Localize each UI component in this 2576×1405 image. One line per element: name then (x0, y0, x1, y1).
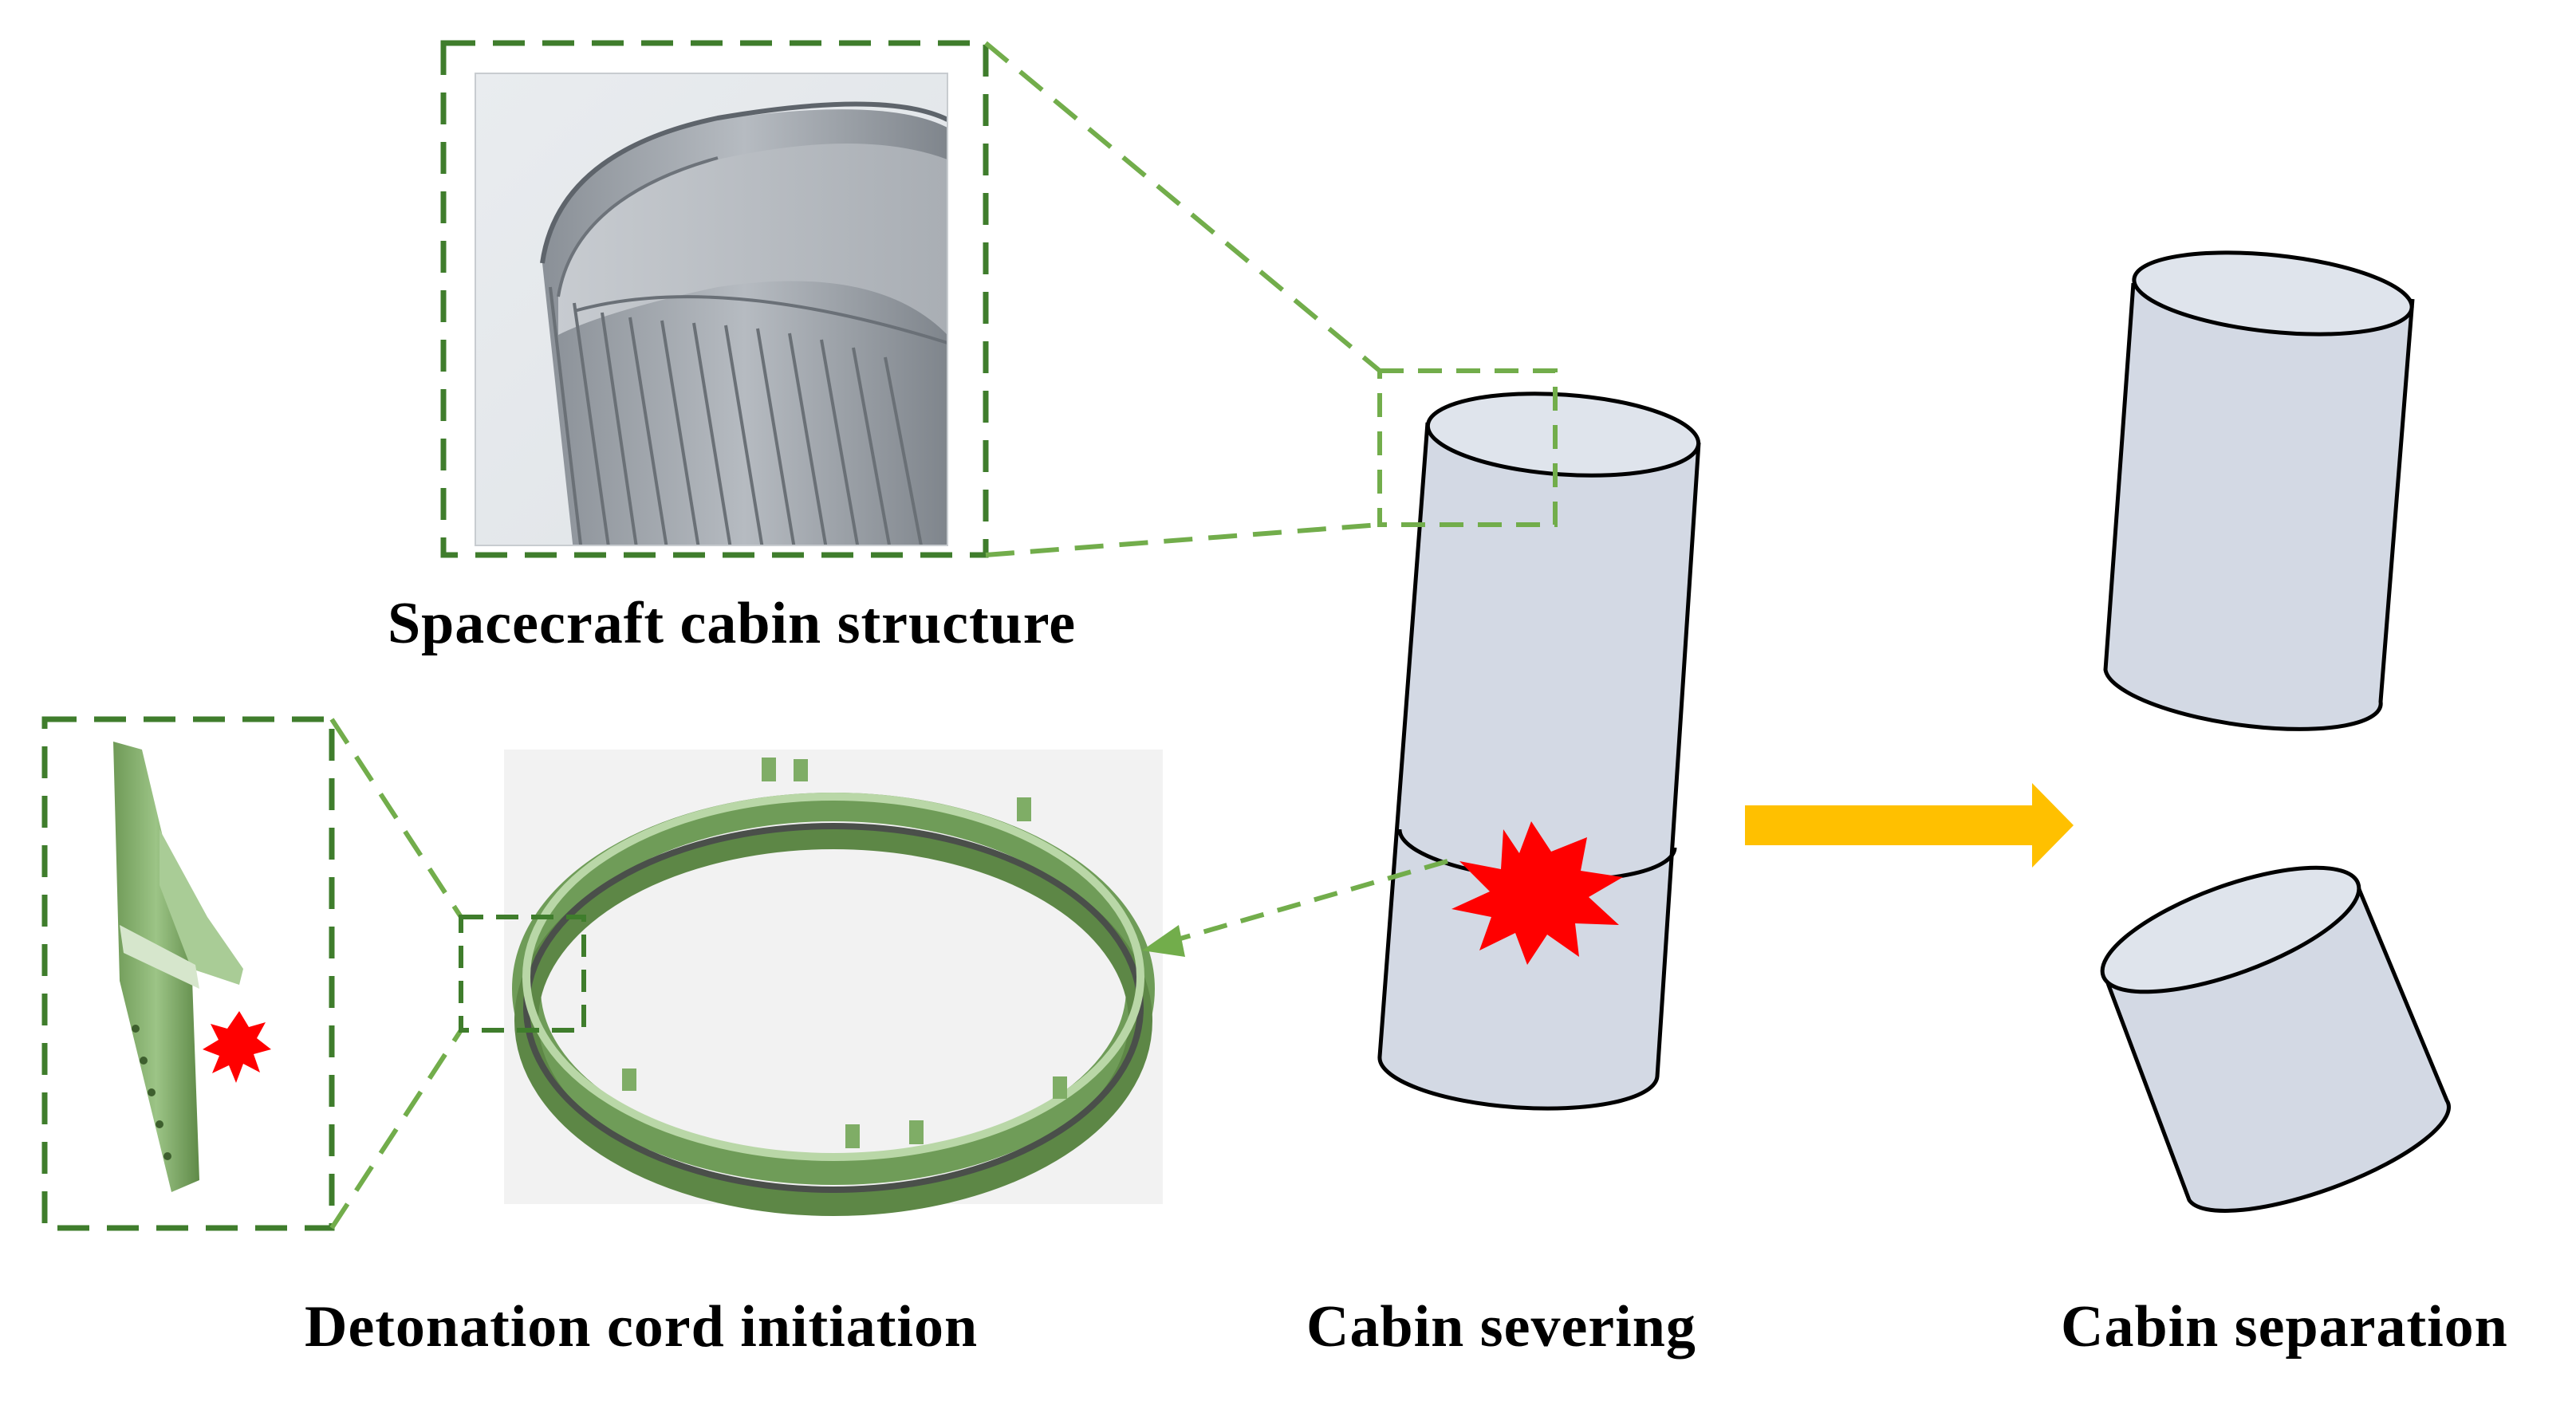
detonation-zoom-lines (329, 718, 463, 1230)
ring-detail-marker (459, 915, 586, 1033)
caption-separation: Cabin separation (2061, 1294, 2508, 1360)
caption-detonation: Detonation cord initiation (305, 1294, 979, 1360)
cabin-structure-photo (475, 73, 948, 546)
explosion-icon-small (203, 1011, 271, 1083)
severing-cabin (1377, 392, 1701, 1111)
caption-cabin-structure: Spacecraft cabin structure (388, 591, 1077, 656)
cabin-zoom-lines (984, 41, 1381, 557)
separated-cabin-lower (2100, 865, 2451, 1213)
arrow-right-icon (1745, 783, 2074, 868)
detonation-closeup-photo (113, 742, 271, 1192)
explosion-icon (1451, 821, 1623, 965)
cabin-top-marker (1377, 368, 1558, 527)
caption-severing: Cabin severing (1306, 1294, 1696, 1360)
cabin-structure-callout-box (440, 40, 989, 558)
detonation-callout-box (41, 716, 335, 1231)
separation-ring-photo (504, 750, 1163, 1216)
separated-cabin-upper (2103, 250, 2415, 731)
severing-to-ring-arrow (1142, 859, 1448, 957)
